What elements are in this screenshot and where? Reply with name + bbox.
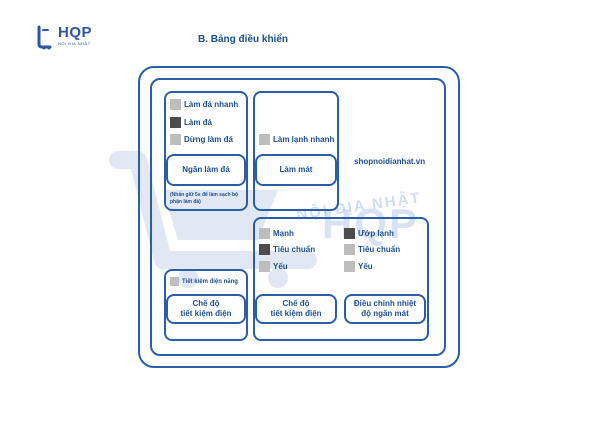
option-label: Làm đá nhanh	[184, 100, 239, 109]
mode-eco-button-line2: tiết kiệm điện	[270, 309, 322, 318]
indicator-light	[170, 277, 179, 286]
option-label: Tiêu chuẩn	[358, 245, 401, 254]
cool-option-fast: Làm lạnh nhanh	[259, 134, 334, 145]
ice-maker-button[interactable]: Ngăn làm đá	[166, 154, 246, 186]
ice-clean-note: (Nhấn giữ 5s để làm sạch bộ phận làm đá)	[170, 192, 239, 205]
page-title: B. Bảng điều khiển	[198, 34, 289, 45]
indicator-light	[344, 244, 355, 255]
indicator-light	[259, 228, 270, 239]
eco-mode-button-line2: tiết kiệm điện	[180, 309, 232, 318]
mode-right-option-weak: Yếu	[344, 261, 373, 272]
option-label: Tiết kiệm điện năng	[182, 278, 238, 285]
ice-maker-panel	[164, 91, 248, 211]
eco-mode-button[interactable]: Chế độ tiết kiệm điện	[166, 294, 246, 324]
eco-option: Tiết kiệm điện năng	[170, 277, 238, 286]
mode-right-option-standard: Tiêu chuẩn	[344, 244, 400, 255]
logo-subtext: NỘI ĐỊA NHẬT	[58, 41, 91, 46]
indicator-light	[259, 261, 270, 272]
control-panel-inner-frame	[150, 78, 446, 356]
mode-left-option-weak: Yếu	[259, 261, 288, 272]
brand-logo: HQP NỘI ĐỊA NHẬT	[36, 24, 116, 52]
mode-eco-button[interactable]: Chế độ tiết kiệm điện	[255, 294, 337, 324]
mode-panel	[253, 217, 429, 341]
logo-text: HQP	[58, 24, 93, 41]
website-label: shopnoidianhat.vn	[354, 157, 426, 166]
option-label: Dừng làm đá	[184, 135, 233, 144]
fridge-temp-button-line1: Điều chỉnh nhiệt	[353, 299, 417, 308]
indicator-light	[344, 261, 355, 272]
ice-option-stop: Dừng làm đá	[170, 134, 233, 145]
indicator-light	[170, 99, 181, 110]
indicator-light	[259, 244, 270, 255]
mode-eco-button-line1: Chế độ	[282, 299, 310, 308]
mode-left-option-strong: Mạnh	[259, 228, 294, 239]
watermark-text: HQP	[322, 200, 420, 247]
fridge-temp-button-line2: độ ngăn mát	[361, 309, 409, 318]
indicator-light	[170, 134, 181, 145]
eco-mode-button-line1: Chế độ	[192, 299, 220, 308]
indicator-light	[259, 134, 270, 145]
control-panel-outer-frame	[138, 66, 460, 368]
option-label: Yếu	[358, 262, 373, 271]
ice-maker-button-label: Ngăn làm đá	[182, 165, 230, 174]
eco-panel	[164, 269, 248, 341]
cooling-panel	[253, 91, 339, 211]
indicator-light	[170, 117, 181, 128]
cooling-button[interactable]: Làm mát	[255, 154, 337, 186]
option-label: Yếu	[273, 262, 288, 271]
cooling-button-label: Làm mát	[279, 165, 313, 174]
indicator-light	[344, 228, 355, 239]
ice-option-normal: Làm đá	[170, 117, 212, 128]
option-label: Ướp lạnh	[358, 229, 394, 238]
fridge-temp-button[interactable]: Điều chỉnh nhiệt độ ngăn mát	[344, 294, 426, 324]
option-label: Tiêu chuẩn	[273, 245, 316, 254]
ice-option-fast: Làm đá nhanh	[170, 99, 238, 110]
option-label: Mạnh	[273, 229, 294, 238]
mode-left-option-standard: Tiêu chuẩn	[259, 244, 315, 255]
mode-right-option-chill: Ướp lạnh	[344, 228, 394, 239]
option-label: Làm lạnh nhanh	[273, 135, 335, 144]
option-label: Làm đá	[184, 118, 213, 127]
logo-mark-icon	[37, 25, 52, 50]
